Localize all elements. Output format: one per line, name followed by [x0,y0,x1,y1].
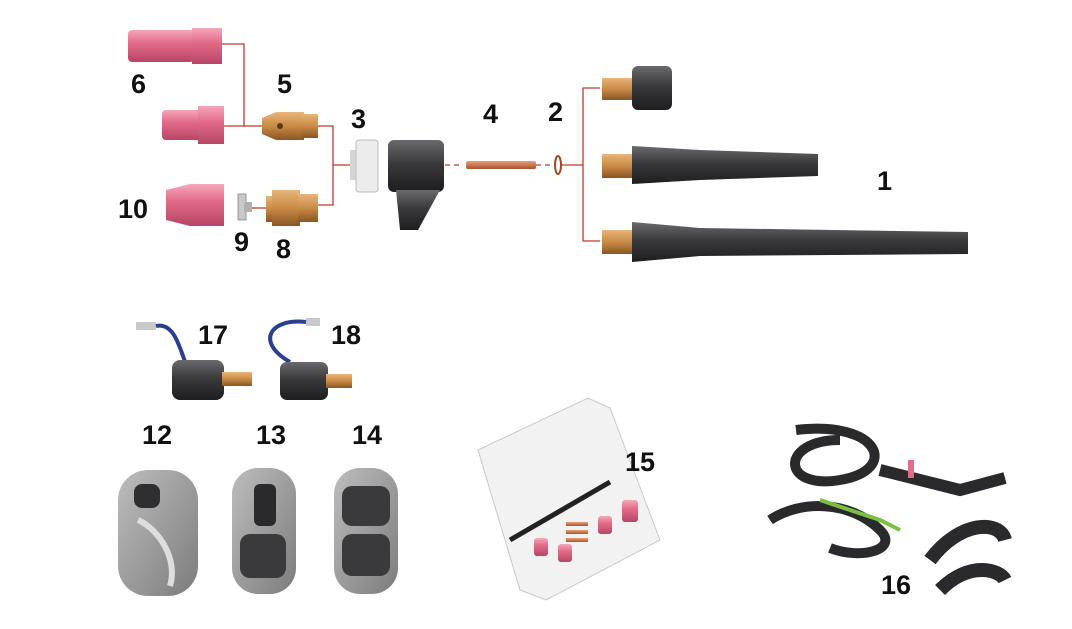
part-12-switch [118,470,198,596]
part-6-nozzle-short [162,106,224,144]
callout-4: 4 [483,101,498,128]
callout-14: 14 [352,422,382,449]
part-17-connector [136,322,252,400]
part-2-o-ring [555,156,561,174]
callout-6: 6 [131,71,146,98]
part-13-switch [232,468,296,594]
callout-18: 18 [331,322,361,349]
part-14-switch [334,468,398,594]
callout-17: 17 [198,322,228,349]
part-10-gas-lens-nozzle [166,184,224,226]
part-16-torch-cable [770,429,1005,590]
callout-13: 13 [256,422,286,449]
part-9-gasket [238,194,252,220]
callout-15: 15 [625,449,655,476]
torch-head [388,140,444,230]
callout-3: 3 [351,106,366,133]
part-15-accessory-kit [478,398,660,600]
callout-16: 16 [881,572,911,599]
callout-8: 8 [276,236,291,263]
part-3-insulator [350,140,378,192]
part-8-gas-lens-body [266,190,318,226]
part-4-collet [466,161,536,169]
part-5-collet-body [262,112,318,140]
part-6-nozzle-long [128,28,222,64]
part-1-back-cap-long [602,222,968,262]
callout-9: 9 [234,229,249,256]
callout-10: 10 [118,196,148,223]
part-1-back-cap-medium [602,146,818,184]
callout-12: 12 [142,422,172,449]
callout-1: 1 [877,168,892,195]
callout-5: 5 [277,71,292,98]
callout-2: 2 [548,99,563,126]
part-1-back-cap-short [602,66,672,110]
